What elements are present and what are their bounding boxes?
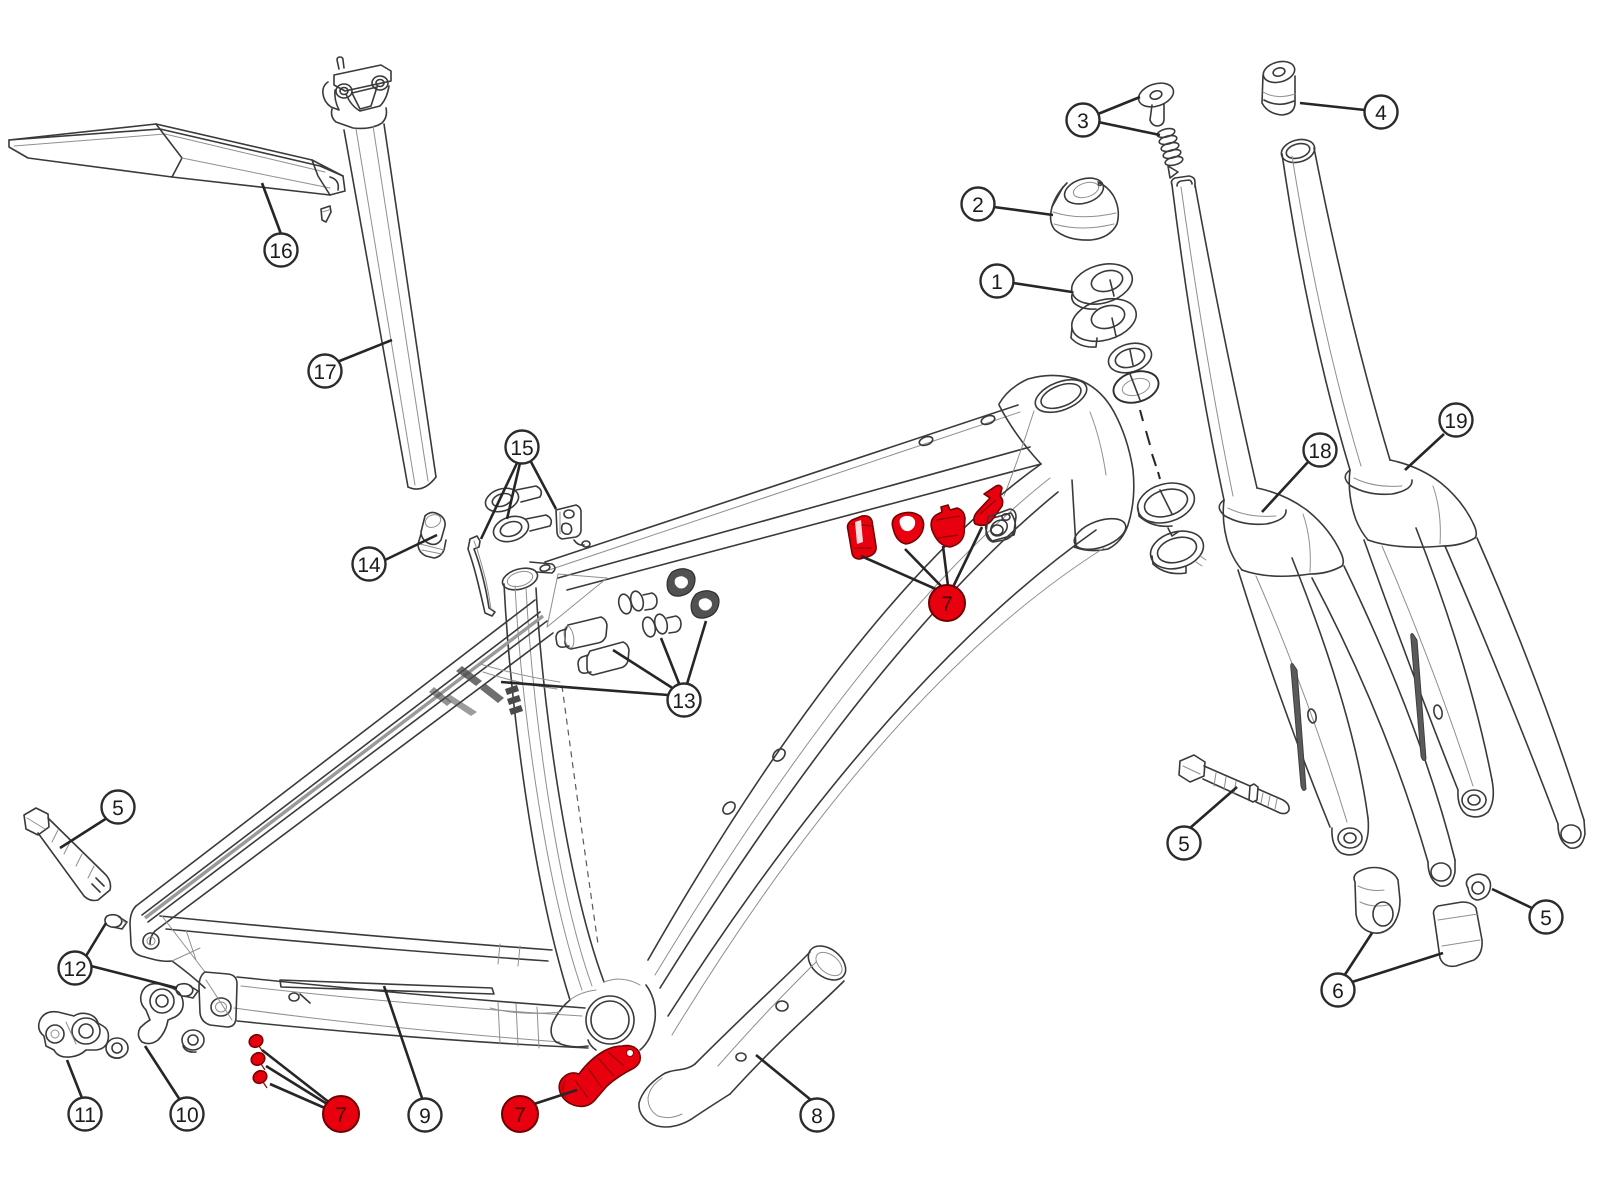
- svg-text:13: 13: [672, 690, 695, 713]
- svg-text:5: 5: [1178, 833, 1190, 856]
- svg-text:3: 3: [1077, 110, 1089, 133]
- svg-text:5: 5: [1540, 907, 1552, 930]
- svg-text:8: 8: [811, 1105, 823, 1128]
- svg-text:11: 11: [74, 1104, 96, 1127]
- svg-text:14: 14: [357, 554, 381, 577]
- svg-text:7: 7: [514, 1104, 526, 1127]
- svg-text:1: 1: [991, 271, 1003, 294]
- svg-text:9: 9: [419, 1105, 431, 1128]
- svg-text:18: 18: [1308, 440, 1331, 463]
- svg-text:7: 7: [941, 593, 953, 616]
- svg-text:4: 4: [1375, 102, 1387, 125]
- svg-text:2: 2: [972, 194, 984, 217]
- svg-text:6: 6: [1332, 980, 1344, 1003]
- svg-text:16: 16: [269, 240, 292, 263]
- svg-text:15: 15: [510, 437, 533, 460]
- svg-text:10: 10: [175, 1104, 198, 1127]
- svg-text:19: 19: [1444, 410, 1467, 433]
- svg-text:17: 17: [313, 361, 336, 384]
- svg-text:12: 12: [63, 958, 86, 981]
- svg-text:5: 5: [112, 797, 124, 820]
- svg-text:7: 7: [335, 1104, 347, 1127]
